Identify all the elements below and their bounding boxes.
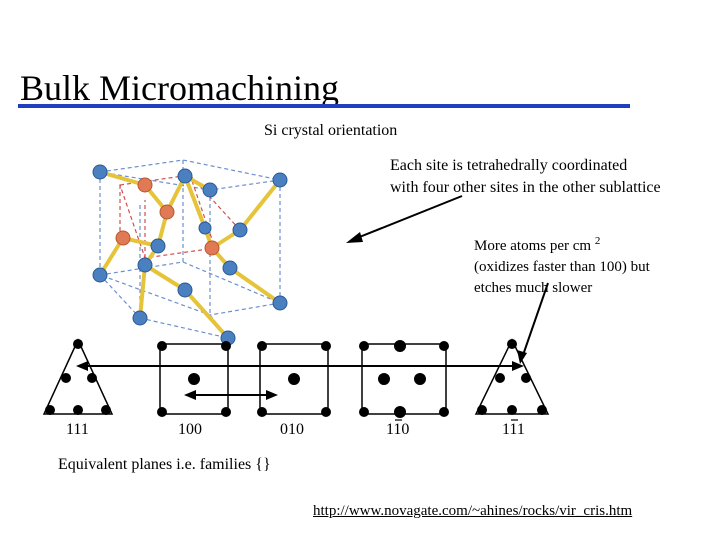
plane-100-square xyxy=(157,341,231,417)
plane-label-110: 110 xyxy=(386,421,410,438)
caption-equivalent-planes: Equivalent planes i.e. families {} xyxy=(58,456,271,473)
slide-title: Bulk Micromachining xyxy=(20,68,339,108)
plane-111-triangle xyxy=(42,338,114,415)
note-111-line1-sup: 2 xyxy=(594,235,601,247)
equivalent-planes-arrow-short xyxy=(184,390,278,400)
note-tetrahedral-line1: Each site is tetrahedrally coordinated xyxy=(390,157,628,174)
note-111-line1-text: More atoms per cm xyxy=(474,238,592,254)
plane-111-bar-triangle xyxy=(474,338,550,415)
plane-label-111: 111 xyxy=(66,421,89,438)
source-link[interactable]: http://www.novagate.com/~ahines/rocks/vi… xyxy=(313,503,633,519)
note-111-line1: More atoms per cm 2 xyxy=(474,231,650,257)
title-underline xyxy=(18,104,630,108)
arrow-tetrahedral xyxy=(346,195,463,243)
plane-label-010: 010 xyxy=(280,421,304,438)
note-tetrahedral: Each site is tetrahedrally coordinated w… xyxy=(390,155,661,199)
plane-110-rectangle xyxy=(359,340,449,418)
plane-label-100: 100 xyxy=(178,421,202,438)
equivalent-planes-arrow-long xyxy=(76,361,524,371)
note-111-line2: (oxidizes faster than 100) but xyxy=(474,259,650,275)
si-crystal-lattice-image xyxy=(92,159,288,346)
arrow-111-plane xyxy=(517,282,549,364)
note-111-plane: More atoms per cm 2 (oxidizes faster tha… xyxy=(474,231,650,299)
note-111-line3: etches much slower xyxy=(474,280,593,296)
slide-subtitle: Si crystal orientation xyxy=(264,122,398,139)
plane-label-111-bar: 111 xyxy=(502,421,525,438)
plane-010-square xyxy=(257,341,331,417)
note-tetrahedral-line2: with four other sites in the other subla… xyxy=(390,179,661,196)
